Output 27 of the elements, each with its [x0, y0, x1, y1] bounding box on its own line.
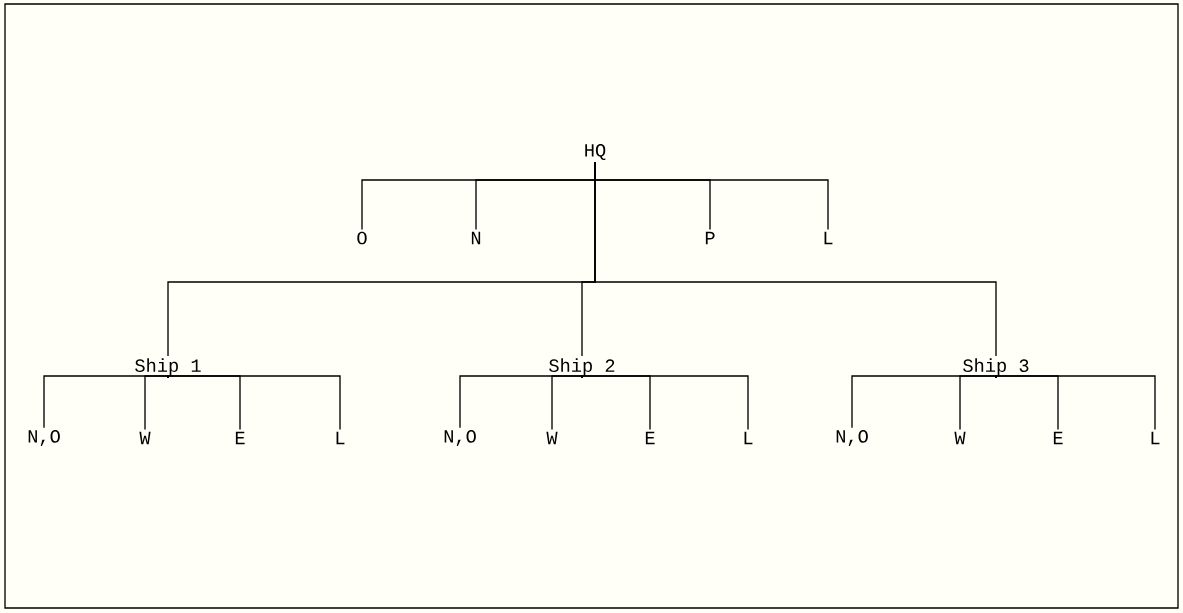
- connector-line: [551, 375, 583, 431]
- unit-label: L: [824, 231, 833, 245]
- unit-label: N,O: [836, 430, 868, 446]
- unit-label: W: [546, 431, 558, 445]
- connector-line: [594, 161, 997, 357]
- connector-line: [581, 375, 749, 431]
- connector-line: [144, 375, 169, 431]
- unit-label: O: [357, 231, 367, 245]
- unit-label: L: [1151, 431, 1160, 445]
- unit-label: Ship 2: [549, 358, 615, 376]
- connector-line: [167, 375, 341, 431]
- unit-label: L: [336, 431, 345, 445]
- unit-label: W: [954, 431, 966, 445]
- unit-label: P: [705, 231, 715, 245]
- unit-label: E: [235, 431, 245, 445]
- unit-label: Ship 1: [135, 358, 201, 376]
- unit-label: N: [471, 231, 481, 245]
- unit-label: N,O: [444, 430, 476, 446]
- unit-label: Ship 3: [963, 358, 1029, 376]
- connector-line: [959, 375, 997, 431]
- unit-label: E: [1053, 431, 1063, 445]
- unit-label: L: [744, 431, 753, 445]
- unit-label: E: [645, 431, 655, 445]
- unit-label: W: [139, 431, 151, 445]
- unit-label: N,O: [28, 430, 60, 446]
- connector-line: [995, 375, 1156, 431]
- unit-label: HQ: [585, 144, 606, 160]
